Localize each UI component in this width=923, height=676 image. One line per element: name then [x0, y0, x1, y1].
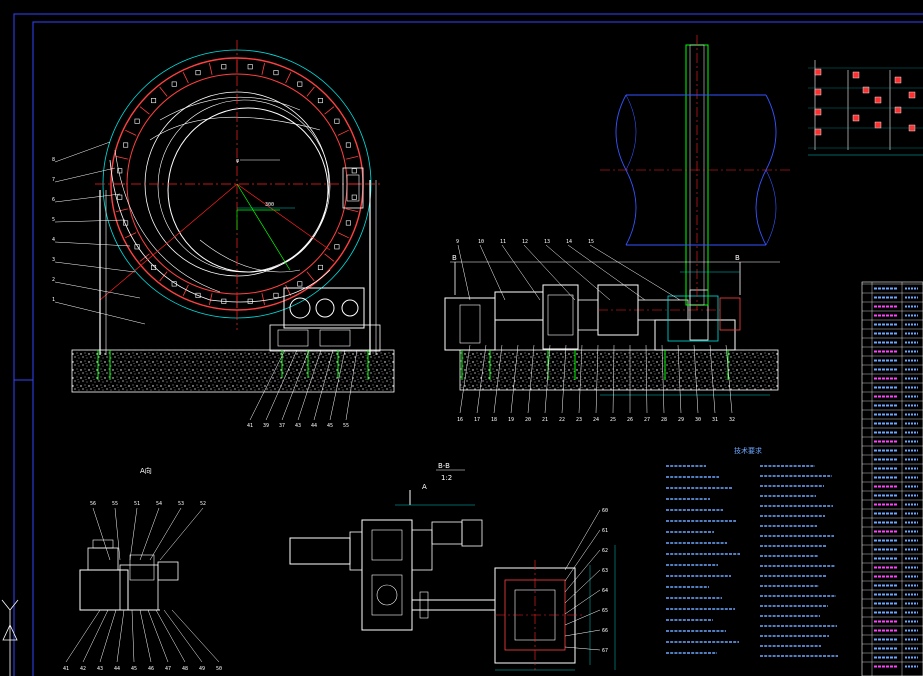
leader-label: 3	[52, 257, 55, 263]
section-bb: B-B 1:2 A 60 61 62 63 64 65 66 67	[289, 462, 616, 671]
leader-label: 30	[695, 417, 701, 423]
section-label: B-B	[438, 462, 450, 470]
leader-label: 5	[52, 217, 55, 223]
leader-labels-mid-bottom: 16 17 18 19 20 21 22 23 24 25 26 27 28 29 30 31 32	[457, 344, 735, 423]
leader-label: 55	[112, 501, 118, 507]
leader-label: 62	[602, 548, 608, 554]
leader-label: 12	[522, 239, 528, 245]
view-a: A向 56 55 51 54 53 52 41 42 43 44 45 46 47 48 49 50	[63, 466, 222, 672]
leader-label: 2	[52, 277, 55, 283]
leader-label: 48	[182, 666, 188, 672]
parts-list	[861, 281, 923, 676]
bolt-pattern-detail	[808, 60, 923, 156]
leader-label: 26	[627, 417, 633, 423]
leader-label: 65	[602, 608, 608, 614]
leader-label: 54	[156, 501, 162, 507]
leader-labels-left: 8 7 6 5 4 3 2 1	[52, 141, 146, 325]
leader-label: 39	[263, 423, 269, 429]
leader-label: 21	[542, 417, 548, 423]
leader-label: 6	[52, 197, 55, 203]
leader-label: 14	[566, 239, 572, 245]
leader-label: 47	[165, 666, 171, 672]
technical-requirements: 技术要求	[666, 446, 838, 657]
leader-label: 15	[588, 239, 594, 245]
leader-labels-bottom-left: 41 39 37 43 44 45 55	[247, 349, 358, 429]
leader-label: 18	[491, 417, 497, 423]
leader-label: 9	[456, 239, 459, 245]
leader-label: 49	[199, 666, 205, 672]
leader-label: 37	[279, 423, 285, 429]
tech-title: 技术要求	[734, 446, 762, 455]
leader-label: 22	[559, 417, 565, 423]
leader-label: 17	[474, 417, 480, 423]
leader-label: 11	[500, 239, 506, 245]
section-arrow-b-left: B	[452, 254, 457, 262]
leader-label: 20	[525, 417, 531, 423]
leader-label: 52	[200, 501, 206, 507]
leader-label: 13	[544, 239, 550, 245]
leader-label: 29	[678, 417, 684, 423]
leader-label: 43	[97, 666, 103, 672]
leader-label: 55	[343, 423, 349, 429]
leader-label: 43	[295, 423, 301, 429]
leader-label: 44	[311, 423, 317, 429]
drawing-frame	[1, 13, 923, 676]
section-arrow-b-right: B	[735, 254, 740, 262]
leader-label: 60	[602, 508, 608, 514]
leader-label: 7	[52, 177, 55, 183]
leader-label: 66	[602, 628, 608, 634]
leader-label: 41	[63, 666, 69, 672]
leader-label: 32	[729, 417, 735, 423]
leader-label: 10	[478, 239, 484, 245]
leader-labels-mid-top: 9 10 11 12 13 14 15	[456, 239, 681, 301]
section-scale: 1:2	[441, 474, 452, 482]
leader-label: 61	[602, 528, 608, 534]
leader-label: 1	[52, 297, 55, 303]
leader-label: 46	[148, 666, 154, 672]
leader-label: 45	[131, 666, 137, 672]
section-arrow-a: A	[422, 483, 427, 491]
leader-label: 51	[134, 501, 140, 507]
leader-label: 25	[610, 417, 616, 423]
leader-label: 16	[457, 417, 463, 423]
leader-label: 63	[602, 568, 608, 574]
leader-label: 31	[712, 417, 718, 423]
svg-text:300: 300	[265, 202, 274, 208]
ring-lining-blocks	[113, 60, 361, 308]
side-view-middle: B B 9 10 11 12 13 14 15 16 17 18 19 20 21 22 23 24 25 26…	[444, 35, 790, 423]
leader-label: 64	[602, 588, 608, 594]
view-a-label: A向	[140, 466, 152, 475]
leader-label: 28	[661, 417, 667, 423]
foundation-left	[71, 349, 395, 393]
leader-label: 41	[247, 423, 253, 429]
foundation-middle	[459, 349, 779, 391]
leader-label: 56	[90, 501, 96, 507]
leader-label: 19	[508, 417, 514, 423]
leader-label: 27	[644, 417, 650, 423]
leader-label: 50	[216, 666, 222, 672]
leader-label: 53	[178, 501, 184, 507]
north-arrow-icon	[1, 599, 19, 676]
leader-label: 8	[52, 157, 55, 163]
leader-label: 67	[602, 648, 608, 654]
leader-label: 4	[52, 237, 55, 243]
leader-label: 45	[327, 423, 333, 429]
leader-label: 44	[114, 666, 120, 672]
leader-label: 42	[80, 666, 86, 672]
svg-text:φ: φ	[236, 158, 240, 164]
leader-label: 23	[576, 417, 582, 423]
leader-label: 24	[593, 417, 599, 423]
